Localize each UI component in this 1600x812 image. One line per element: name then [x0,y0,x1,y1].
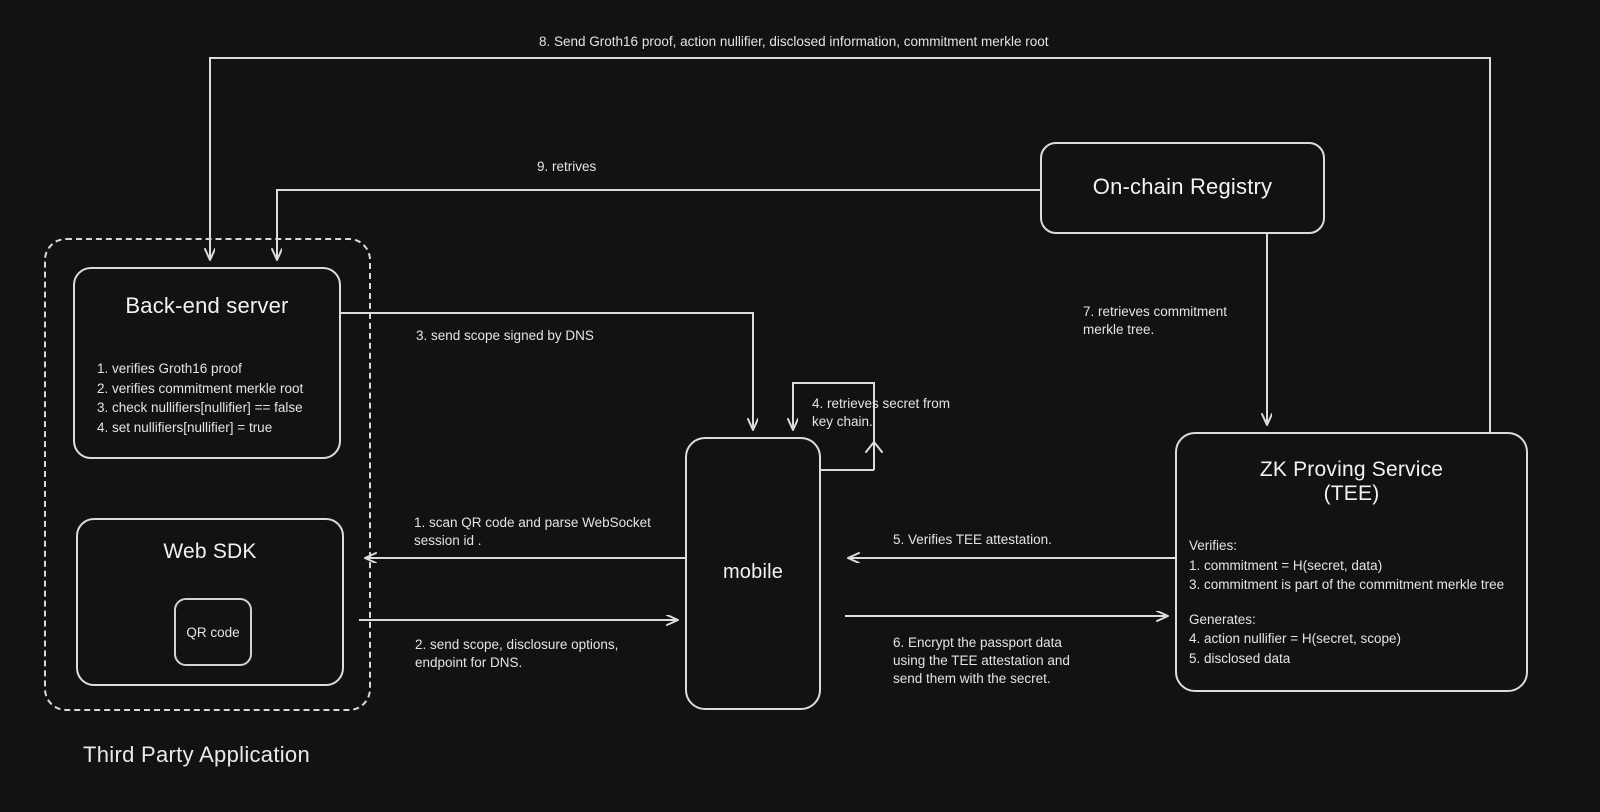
backend-step-1: 1. verifies Groth16 proof [97,361,242,376]
zk-generates-heading: Generates: [1189,611,1256,627]
zk-verifies-item-3: 3. commitment is part of the commitment … [1189,577,1505,593]
on-chain-registry-title: On-chain Registry [1092,174,1273,199]
mobile-title: mobile [722,561,784,583]
zk-generates-item-5: 5. disclosed data [1189,650,1291,666]
edge-label-1: 1. scan QR code and parse WebSocket sess… [414,515,651,549]
qr-code-box[interactable]: QR code [174,598,252,666]
third-party-application-label: Third Party Application [83,742,311,767]
backend-server-title: Back-end server [125,293,289,318]
zk-verifies-item-1: 1. commitment = H(secret, data) [1189,557,1383,573]
edge-label-4: 4. retrieves secret from key chain. [812,396,951,430]
node-backend-server[interactable]: Back-end server 1. verifies Groth16 proo… [73,267,341,459]
node-mobile[interactable]: mobile [685,437,821,710]
edge-9-path [277,189,1040,259]
edge-label-2: 2. send scope, disclosure options, endpo… [415,637,619,671]
node-on-chain-registry[interactable]: On-chain Registry [1040,142,1325,234]
edge-label-6: 6. Encrypt the passport data using the T… [893,635,1070,687]
qr-code-label: QR code [186,624,240,640]
zk-proving-service-details: Verifies: 1. commitment = H(secret, data… [1189,536,1526,668]
web-sdk-title: Web SDK [163,540,257,563]
zk-verifies-heading: Verifies: [1189,538,1238,553]
zk-proving-service-title: ZK Proving Service (TEE) [1177,458,1526,506]
edge-8-path [210,57,1491,432]
node-zk-proving-service[interactable]: ZK Proving Service (TEE) Verifies: 1. co… [1175,432,1528,692]
edge-label-5: 5. Verifies TEE attestation. [893,532,1052,547]
edge-4-arrowhead-up [865,441,883,453]
zk-spacer [1189,595,1526,610]
zk-title-line-2: (TEE) [1323,482,1380,505]
edge-label-8: 8. Send Groth16 proof, action nullifier,… [539,34,1049,49]
third-party-application-group [44,238,371,711]
backend-step-2: 2. verifies commitment merkle root [97,380,304,396]
edge-label-3: 3. send scope signed by DNS [416,328,594,343]
node-web-sdk[interactable]: Web SDK QR code [76,518,344,686]
zk-title-line-1: ZK Proving Service [1259,458,1444,481]
backend-server-steps: 1. verifies Groth16 proof 2. verifies co… [97,359,339,437]
edge-label-9: 9. retrives [537,159,597,174]
backend-step-3: 3. check nullifiers[nullifier] == false [97,400,303,416]
zk-generates-item-4: 4. action nullifier = H(secret, scope) [1189,631,1401,647]
backend-step-4: 4. set nullifiers[nullifier] = true [97,419,273,435]
edge-label-7: 7. retrieves commitment merkle tree. [1083,304,1228,338]
